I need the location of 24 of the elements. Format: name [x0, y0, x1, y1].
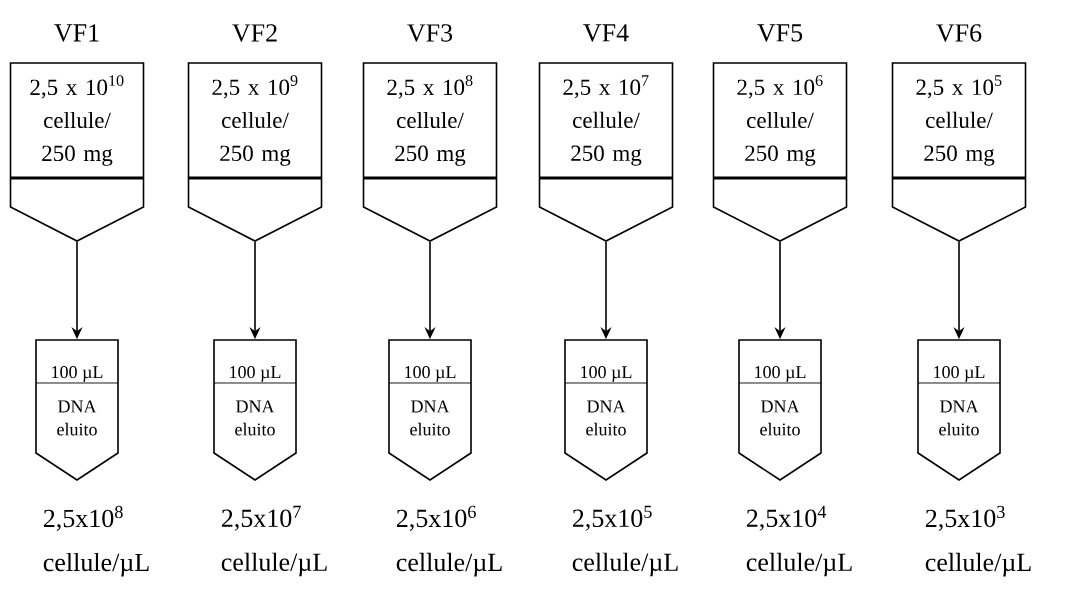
concentration-label: 2,5x10$^{8}$ cellule/µL — [43, 505, 149, 577]
tube-box: 100 µL DNA eluito — [917, 339, 1001, 481]
tube-box: 100 µL DNA eluito — [388, 339, 472, 481]
column-heading: VF4 — [583, 24, 629, 42]
funnel-box: 2,5 x 10$^{6}$ cellule/ 250 mg — [712, 62, 848, 242]
concentration-label: 2,5x10$^{4}$ cellule/µL — [746, 505, 852, 577]
tube-box: 100 µL DNA eluito — [35, 339, 119, 481]
funnel-box: 2,5 x 10$^{5}$ cellule/ 250 mg — [891, 62, 1027, 242]
tube-box: 100 µL DNA eluito — [213, 339, 297, 481]
concentration-label: 2,5x10$^{6}$ cellule/µL — [396, 505, 502, 577]
column-heading: VF2 — [232, 24, 277, 42]
column-heading: VF3 — [407, 24, 453, 42]
tube-box: 100 µL DNA eluito — [738, 339, 822, 481]
concentration-label: 2,5x10$^{5}$ cellule/µL — [572, 505, 678, 577]
funnel-box: 2,5 x 10$^{8}$ cellule/ 250 mg — [362, 62, 498, 242]
tube-box: 100 µL DNA eluito — [564, 339, 648, 481]
column-heading: VF5 — [757, 24, 803, 42]
column-heading: VF1 — [54, 24, 99, 42]
funnel-box: 2,5 x 10$^{10}$ cellule/ 250 mg — [9, 62, 145, 242]
funnel-box: 2,5 x 10$^{7}$ cellule/ 250 mg — [538, 62, 674, 242]
concentration-label: 2,5x10$^{7}$ cellule/µL — [221, 505, 327, 577]
concentration-label: 2,5x10$^{3}$ cellule/µL — [925, 505, 1031, 577]
funnel-box: 2,5 x 10$^{9}$ cellule/ 250 mg — [187, 62, 323, 242]
column-heading: VF6 — [936, 24, 982, 42]
